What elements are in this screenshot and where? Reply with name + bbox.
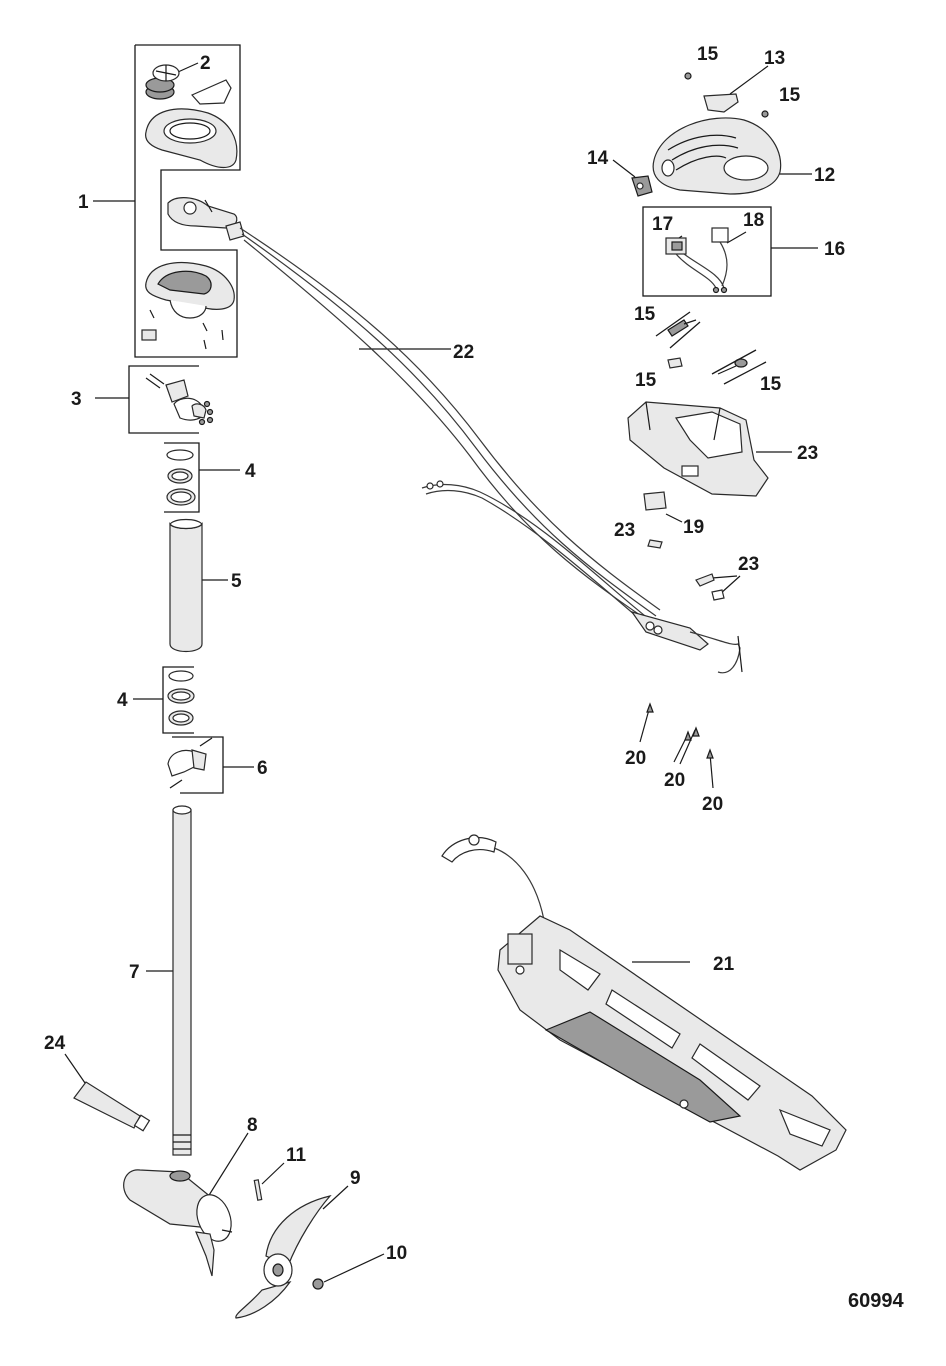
callout-12: 12 xyxy=(814,165,835,186)
part-14-speed-knob xyxy=(631,175,653,197)
group-box-6 xyxy=(172,736,224,794)
callout-1: 1 xyxy=(78,192,89,213)
part-19-momentary-switch xyxy=(643,491,667,511)
callout-2: 2 xyxy=(200,53,211,74)
callout-20-c: 20 xyxy=(702,794,723,815)
part-7-composite-shaft xyxy=(172,805,192,1156)
part-21-bow-mount xyxy=(441,834,847,1171)
callout-21: 21 xyxy=(713,954,735,975)
callout-18: 18 xyxy=(743,210,764,231)
callout-5: 5 xyxy=(231,571,242,592)
part-8-motor xyxy=(123,1169,233,1277)
callout-15-b: 15 xyxy=(779,85,801,106)
part-4-bushings-upper xyxy=(166,449,196,506)
callout-9: 9 xyxy=(350,1168,361,1189)
part-4-bushings-lower xyxy=(167,670,195,726)
part-16-switch-harness xyxy=(665,227,729,294)
part-15-screws xyxy=(655,72,769,385)
callout-20-b: 20 xyxy=(664,770,685,791)
part-13-pedal-cover xyxy=(703,93,739,113)
callout-19: 19 xyxy=(683,517,704,538)
callout-13: 13 xyxy=(764,48,785,69)
callout-15-d: 15 xyxy=(635,370,657,391)
callout-8: 8 xyxy=(247,1115,258,1136)
callout-15-e: 15 xyxy=(760,374,782,395)
callout-4-lower: 4 xyxy=(117,690,128,711)
callout-17: 17 xyxy=(652,214,673,235)
drawing-number: 60994 xyxy=(848,1290,904,1312)
part-3-collar-kit xyxy=(145,373,214,426)
callout-23-b: 23 xyxy=(614,520,635,541)
callout-3: 3 xyxy=(71,389,82,410)
part-11-drive-pin xyxy=(253,1179,263,1201)
part-5-shaft-sleeve xyxy=(169,518,203,653)
part-10-prop-nut xyxy=(312,1278,324,1290)
part-23-small-parts xyxy=(647,539,725,601)
callout-15-a: 15 xyxy=(697,44,719,65)
group-box-1 xyxy=(134,44,241,358)
callout-11: 11 xyxy=(286,1145,307,1166)
callout-24: 24 xyxy=(44,1033,66,1054)
part-20-terminals xyxy=(646,702,714,759)
callout-16: 16 xyxy=(824,239,845,260)
group-box-4-upper xyxy=(164,442,200,513)
callout-4-upper: 4 xyxy=(245,461,256,482)
part-9-propeller xyxy=(235,1194,332,1319)
callout-14: 14 xyxy=(587,148,609,169)
part-1-head-cover xyxy=(141,64,238,350)
part-6-collar xyxy=(167,737,213,789)
part-22-cable-harness xyxy=(225,221,743,674)
group-box-16 xyxy=(642,206,772,297)
callout-7: 7 xyxy=(129,962,140,983)
part-23-pedal-base xyxy=(627,401,769,497)
callout-23-c: 23 xyxy=(738,554,759,575)
part-24-grease-tube xyxy=(73,1081,151,1132)
callout-6: 6 xyxy=(257,758,268,779)
group-box-3 xyxy=(128,365,199,434)
callout-15-c: 15 xyxy=(634,304,656,325)
group-box-4-lower xyxy=(162,666,194,734)
callout-20-a: 20 xyxy=(625,748,646,769)
callout-23-a: 23 xyxy=(797,443,818,464)
callout-22: 22 xyxy=(453,342,474,363)
part-12-foot-pedal xyxy=(652,117,782,195)
callout-10: 10 xyxy=(386,1243,407,1264)
